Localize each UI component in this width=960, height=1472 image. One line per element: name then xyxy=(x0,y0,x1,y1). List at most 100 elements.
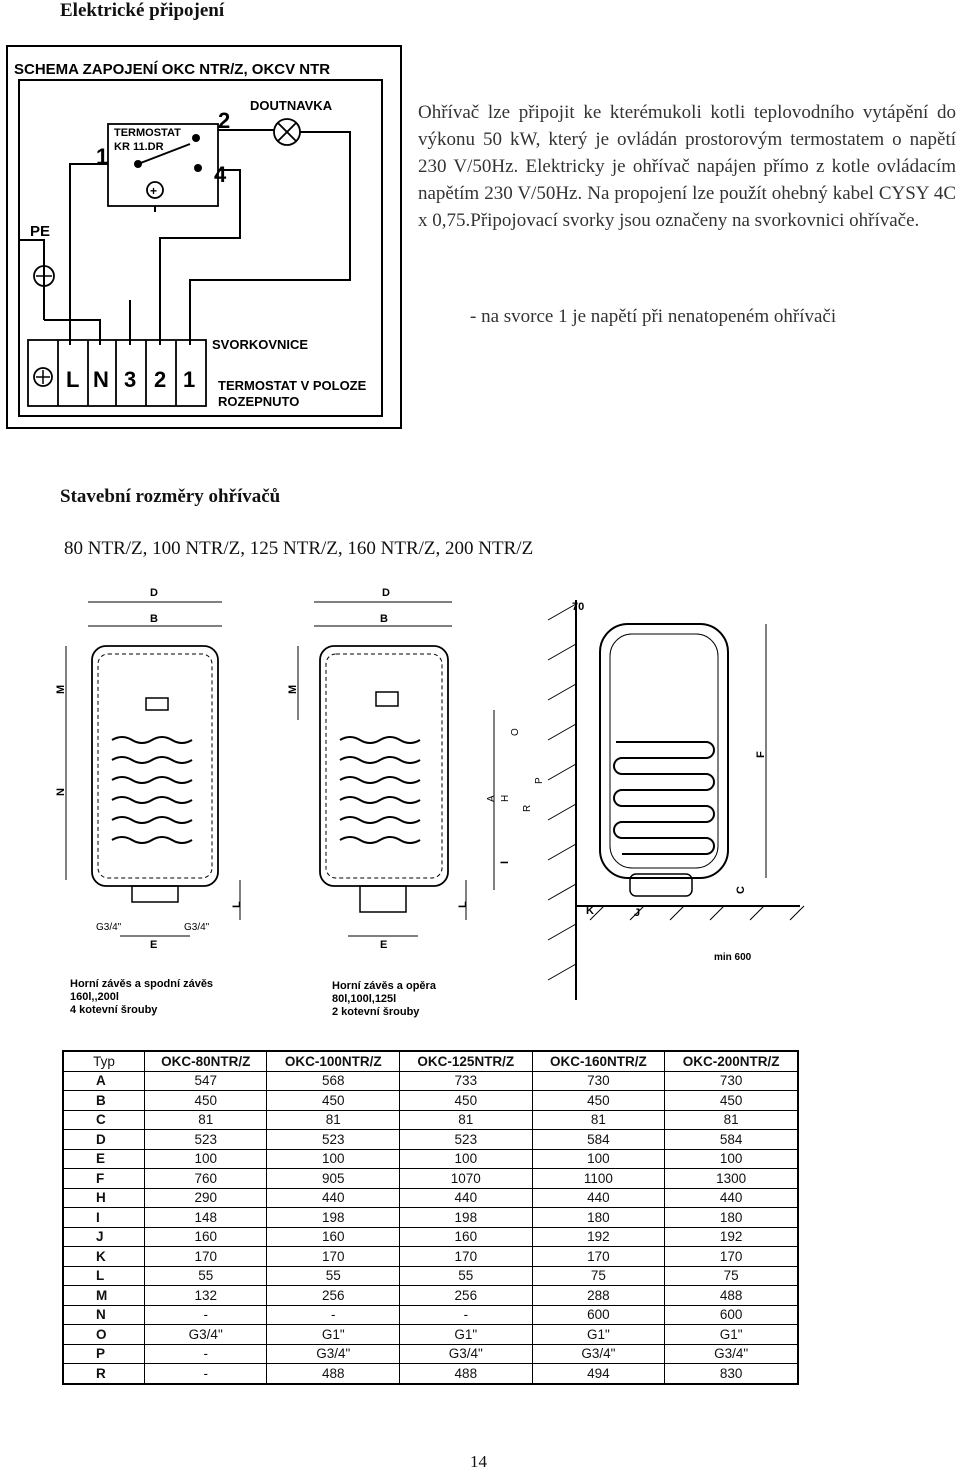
svg-text:G3/4": G3/4" xyxy=(184,922,210,933)
table-cell: 55 xyxy=(266,1265,401,1286)
table-cell: 1100 xyxy=(531,1168,666,1189)
table-cell: 450 xyxy=(664,1090,799,1111)
table-cell: - xyxy=(266,1304,401,1325)
table-cell: 290 xyxy=(143,1187,268,1208)
wire-number-2: 2 xyxy=(218,108,230,133)
table-cell: 180 xyxy=(531,1207,666,1228)
table-header-row: Typ OKC-80NTR/Z OKC-100NTR/Z OKC-125NTR/… xyxy=(62,1050,799,1072)
table-cell: 100 xyxy=(143,1148,268,1169)
table-cell: 488 xyxy=(266,1363,401,1384)
table-cell: 160 xyxy=(143,1226,268,1247)
wire-number-4: 4 xyxy=(214,162,227,187)
table-header-cell: OKC-125NTR/Z xyxy=(399,1050,533,1072)
table-cell: 733 xyxy=(399,1070,533,1091)
table-cell: 160 xyxy=(266,1226,401,1247)
table-row-label: R xyxy=(62,1363,145,1384)
terminal-block xyxy=(27,339,207,407)
table-cell: 730 xyxy=(664,1070,799,1091)
table-cell: 523 xyxy=(143,1129,268,1150)
table-cell: - xyxy=(399,1304,533,1325)
table-row-label: P xyxy=(62,1343,145,1364)
table-cell: 170 xyxy=(143,1246,268,1267)
svg-text:A: A xyxy=(486,795,497,802)
dimensions-table: Typ OKC-80NTR/Z OKC-100NTR/Z OKC-125NTR/… xyxy=(62,1050,799,1385)
svg-text:D: D xyxy=(150,587,158,599)
svg-text:H: H xyxy=(500,795,511,802)
table-cell: 81 xyxy=(399,1109,533,1130)
table-cell: 100 xyxy=(531,1148,666,1169)
table-row-label: N xyxy=(62,1304,145,1325)
thermostat-state-line1: TERMOSTAT V POLOZE xyxy=(218,378,367,393)
table-cell: 198 xyxy=(266,1207,401,1228)
table-cell: 488 xyxy=(664,1285,799,1306)
table-cell: G3/4" xyxy=(531,1343,666,1364)
table-cell: 760 xyxy=(143,1168,268,1189)
table-cell: 100 xyxy=(399,1148,533,1169)
table-row-label: F xyxy=(62,1168,145,1189)
table-cell: 488 xyxy=(399,1363,533,1384)
table-cell: 100 xyxy=(266,1148,401,1169)
table-row-label: B xyxy=(62,1090,145,1111)
thermostat-model: KR 11.DR xyxy=(114,141,164,153)
svg-text:O: O xyxy=(510,728,521,736)
table-cell: 1300 xyxy=(664,1168,799,1189)
table-cell: 450 xyxy=(399,1090,533,1111)
table-row-label: O xyxy=(62,1324,145,1345)
table-cell: 192 xyxy=(664,1226,799,1247)
thermostat-ground-icon xyxy=(146,181,164,199)
table-row-label: L xyxy=(62,1265,145,1286)
dimension-drawings: D B M N L E G3/4" G3/4" Horní závěs a sp… xyxy=(55,587,805,1018)
table-cell: 148 xyxy=(143,1207,268,1228)
table-cell: 81 xyxy=(531,1109,666,1130)
table-cell: G1" xyxy=(664,1324,799,1345)
table-cell: 730 xyxy=(531,1070,666,1091)
svg-text:P: P xyxy=(534,777,545,784)
heater-drawing-left: D B M N L E G3/4" G3/4" Horní závěs a sp… xyxy=(55,587,243,1016)
table-header-cell: OKC-100NTR/Z xyxy=(266,1050,401,1072)
table-row-label: H xyxy=(62,1187,145,1208)
svg-text:70: 70 xyxy=(572,601,584,613)
svg-text:min 600: min 600 xyxy=(714,952,752,963)
table-cell: 440 xyxy=(531,1187,666,1208)
table-row-label: I xyxy=(62,1207,145,1228)
table-cell: 170 xyxy=(664,1246,799,1267)
svg-text:Horní závěs a spodní závěs: Horní závěs a spodní závěs xyxy=(70,978,213,990)
table-cell: 568 xyxy=(266,1070,401,1091)
section-heading-dimensions: Stavební rozměry ohřívačů xyxy=(60,486,281,507)
table-cell: - xyxy=(143,1363,268,1384)
table-cell: 100 xyxy=(664,1148,799,1169)
table-cell: 440 xyxy=(266,1187,401,1208)
table-cell: 547 xyxy=(143,1070,268,1091)
svg-text:D: D xyxy=(382,587,390,599)
svg-text:B: B xyxy=(150,613,158,625)
svg-text:L: L xyxy=(457,901,469,908)
svg-text:160l,,200l: 160l,,200l xyxy=(70,991,119,1003)
table-cell: 192 xyxy=(531,1226,666,1247)
section-heading-electric: Elektrické připojení xyxy=(60,0,225,21)
terminal-block-label: SVORKOVNICE xyxy=(212,337,308,352)
svg-text:4 kotevní šrouby: 4 kotevní šrouby xyxy=(70,1004,158,1016)
wire-number-1: 1 xyxy=(96,144,108,169)
svg-text:M: M xyxy=(287,685,299,694)
table-header-cell: OKC-80NTR/Z xyxy=(143,1050,268,1072)
heater-drawing-middle: D B M L E Horní závěs a opěra 80l,100l,1… xyxy=(287,587,469,1018)
model-sizes-line: 80 NTR/Z, 100 NTR/Z, 125 NTR/Z, 160 NTR/… xyxy=(64,538,534,559)
table-cell: 75 xyxy=(664,1265,799,1286)
table-cell: 132 xyxy=(143,1285,268,1306)
table-cell: 81 xyxy=(664,1109,799,1130)
table-cell: 905 xyxy=(266,1168,401,1189)
thermostat-label: TERMOSTAT xyxy=(114,127,181,139)
table-cell: G1" xyxy=(399,1324,533,1345)
svg-text:E: E xyxy=(380,939,387,951)
table-cell: 584 xyxy=(664,1129,799,1150)
